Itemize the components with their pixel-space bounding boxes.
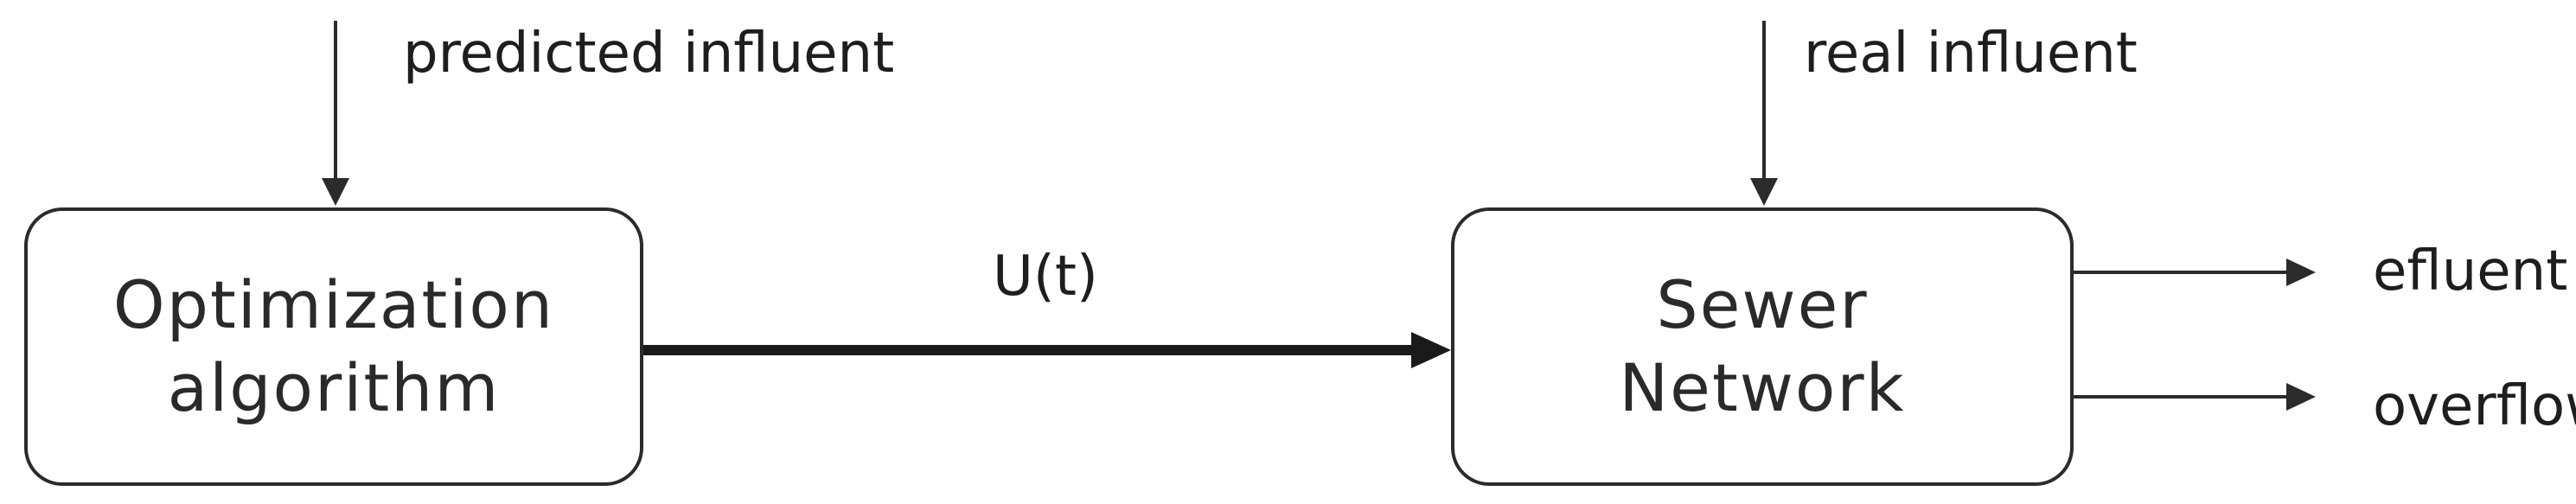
real-influent-arrowhead (1750, 178, 1778, 206)
overflows-label: overflows (2373, 374, 2576, 438)
efluent-label: efluent (2373, 239, 2568, 303)
optimization-block-line2: algorithm (167, 349, 501, 426)
sewer-block-line1: Sewer (1656, 266, 1869, 343)
control-signal-arrowhead (1411, 332, 1451, 368)
overflows-arrowhead (2286, 383, 2316, 411)
sewer-block-line2: Network (1619, 349, 1906, 426)
predicted-influent-label: predicted influent (403, 22, 895, 86)
sewer-network-block: Sewer Network (1451, 207, 2074, 486)
optimization-algorithm-block: Optimization algorithm (24, 207, 643, 486)
real-influent-label: real influent (1804, 22, 2138, 86)
control-signal-label: U(t) (993, 245, 1098, 309)
predicted-influent-arrowhead (322, 178, 349, 206)
efluent-arrowhead (2286, 258, 2316, 286)
optimization-block-line1: Optimization (112, 266, 555, 343)
